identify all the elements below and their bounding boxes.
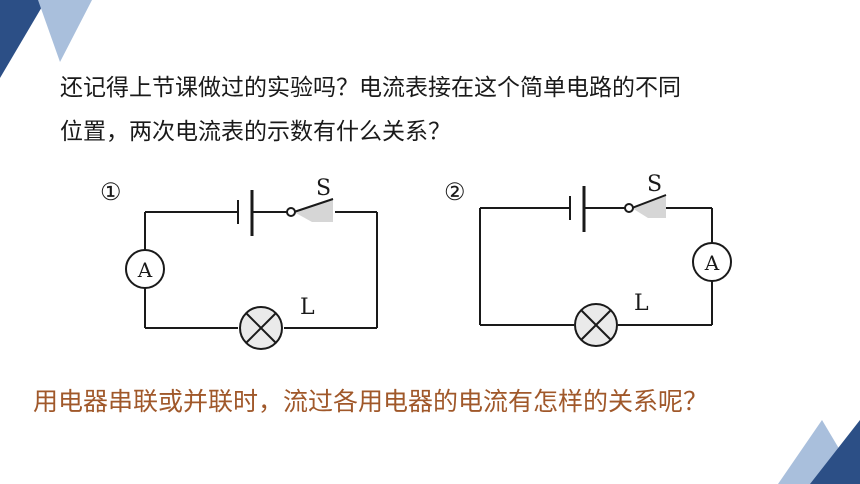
switch-symbol [286, 198, 334, 222]
lamp-symbol [574, 303, 618, 347]
corner-triangle-light [38, 0, 92, 62]
ammeter-symbol: A [125, 249, 165, 289]
intro-question-line-2: 位置，两次电流表的示数有什么关系？ [60, 119, 451, 145]
corner-decoration-bottom-right [778, 420, 860, 484]
lamp-symbol [239, 306, 283, 350]
battery-symbol [569, 186, 586, 232]
circuit-number: ② [444, 178, 466, 206]
intro-question: 还记得上节课做过的实验吗？电流表接在这个简单电路的不同 位置，两次电流表的示数有… [60, 66, 800, 154]
switch-label: S [647, 172, 662, 197]
ammeter-label: A [704, 251, 720, 275]
intro-question-line-1: 还记得上节课做过的实验吗？电流表接在这个简单电路的不同 [60, 75, 681, 101]
circuit-diagram-1: S ① A L [100, 176, 378, 350]
battery-symbol [237, 190, 254, 236]
corner-triangle-dark [810, 420, 860, 484]
corner-triangle-dark [0, 0, 46, 78]
switch-label: S [316, 176, 331, 201]
switch-symbol [624, 194, 667, 218]
lamp-label: L [300, 295, 315, 320]
circuit-diagram-2: S ② A L [444, 172, 732, 347]
bottom-question: 用电器串联或并联时，流过各用电器的电流有怎样的关系呢？ [33, 387, 709, 416]
circuit-number: ① [100, 178, 122, 206]
ammeter-symbol: A [692, 242, 732, 282]
corner-decoration-top-left [0, 0, 92, 78]
ammeter-label: A [137, 258, 153, 282]
lamp-label: L [634, 291, 649, 316]
